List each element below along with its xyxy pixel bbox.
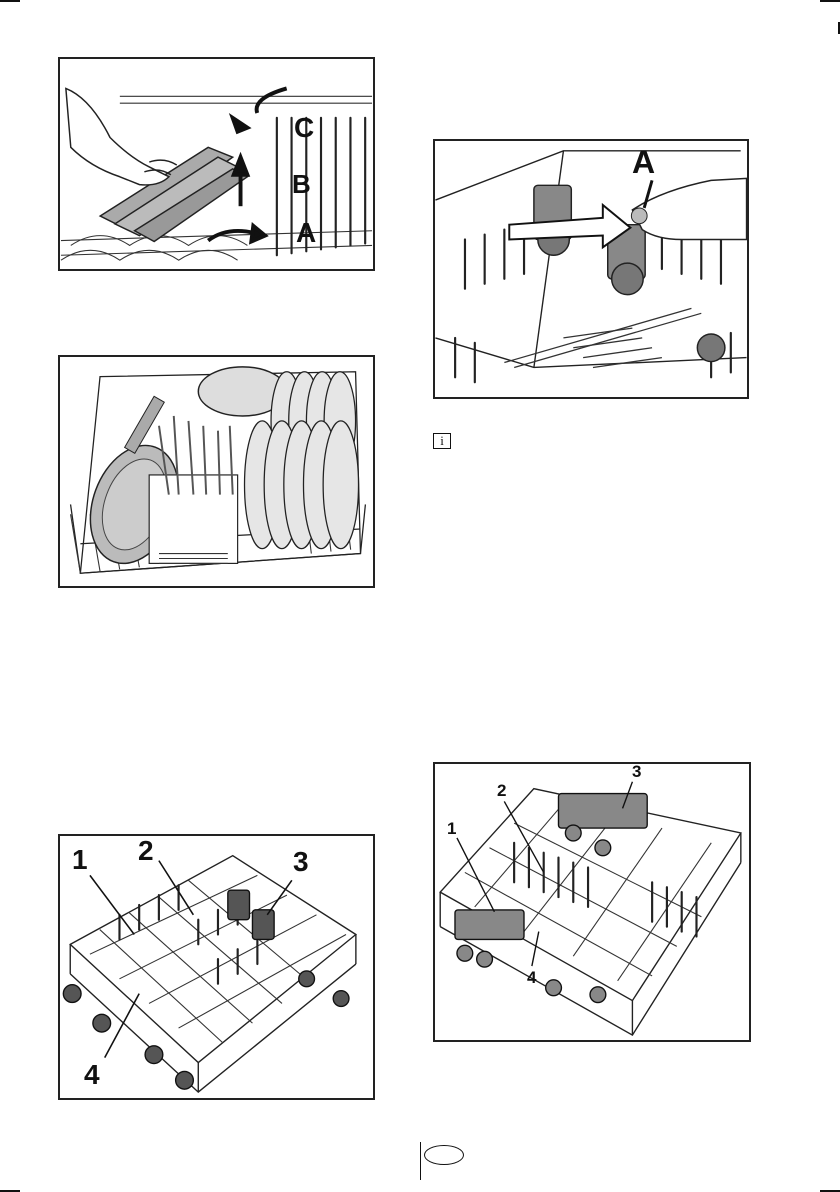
callout-1: 1: [447, 820, 456, 837]
callout-4: 4: [527, 969, 536, 986]
figure-loaded-basket: [58, 355, 375, 588]
language-badge: [424, 1145, 464, 1165]
callout-1: 1: [72, 846, 88, 874]
figure-basket-lower-left: 1 2 3 4: [58, 834, 375, 1100]
basket-lower-right-illustration: [435, 764, 749, 1040]
callout-4: 4: [84, 1061, 100, 1089]
callout-c: C: [294, 114, 314, 142]
remove-holder-illustration: [435, 141, 747, 397]
callout-b: B: [292, 171, 311, 197]
callout-2: 2: [497, 782, 506, 799]
figure-fold-tines: C B A: [58, 57, 375, 271]
crop-mark-top-left: [0, 0, 20, 2]
callout-a: A: [632, 146, 655, 178]
crop-mark-top-right: [820, 0, 840, 2]
figure-basket-lower-right: 1 2 3 4: [433, 762, 751, 1042]
fold-tines-illustration: [60, 59, 373, 269]
basket-lower-left-illustration: [60, 836, 373, 1098]
callout-2: 2: [138, 837, 154, 865]
figure-remove-holder: A: [433, 139, 749, 399]
callout-3: 3: [632, 763, 641, 780]
page-divider: [420, 1142, 421, 1180]
loaded-basket-illustration: [60, 357, 373, 586]
callout-a: A: [296, 219, 316, 247]
callout-3: 3: [293, 848, 309, 876]
info-icon: i: [433, 433, 451, 449]
